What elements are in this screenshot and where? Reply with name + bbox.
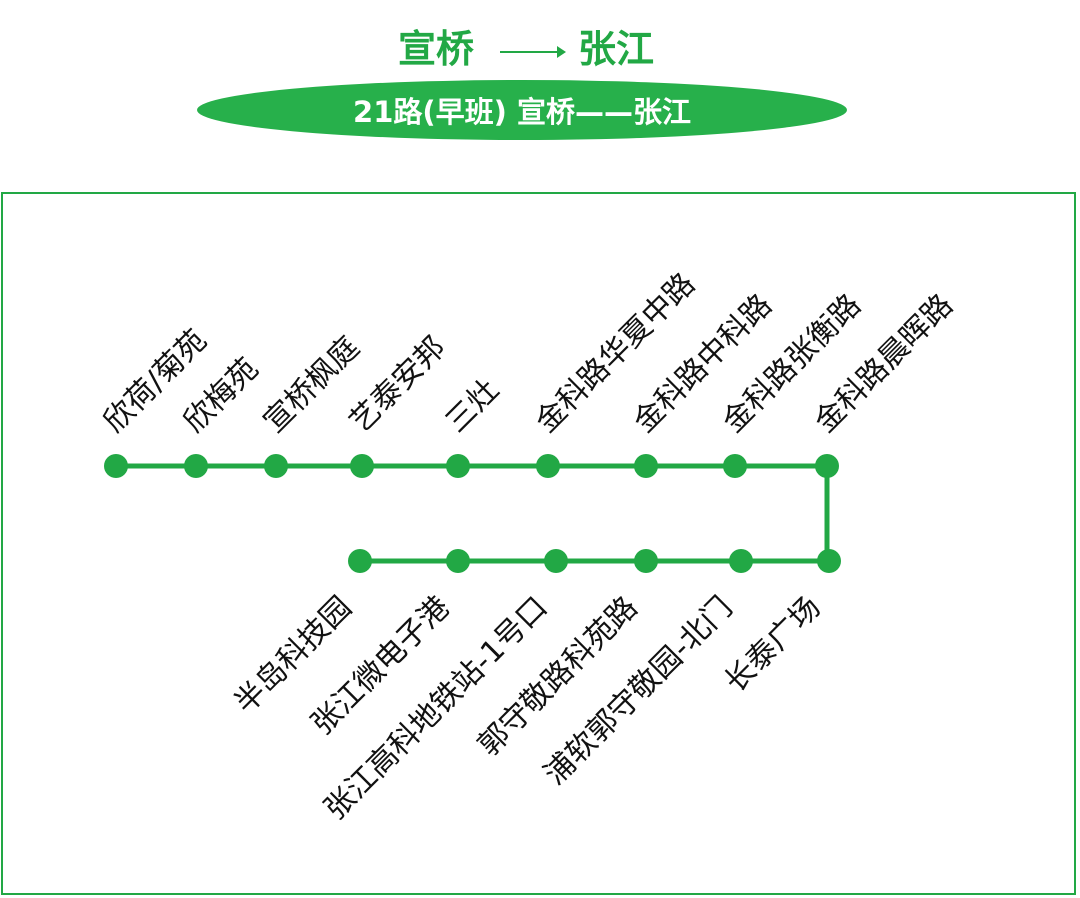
route-label-badge: 21路(早班) 宣桥——张江: [197, 80, 847, 140]
route-line: [116, 463, 830, 564]
station-dot: [104, 454, 128, 478]
station-label: 艺泰安邦: [343, 330, 453, 440]
station-dot: [264, 454, 288, 478]
station-dot: [815, 454, 839, 478]
station-dot: [544, 549, 568, 573]
station-dot: [446, 549, 470, 573]
station-label: 三灶: [439, 372, 506, 439]
station-label: 长泰广场: [718, 590, 828, 700]
route-direction-title: 宣桥 张江: [0, 18, 1080, 71]
station-dot: [184, 454, 208, 478]
station-dot: [348, 549, 372, 573]
direction-arrow-icon: [500, 46, 566, 58]
station-dot: [723, 454, 747, 478]
station-dot: [634, 454, 658, 478]
station-dot: [350, 454, 374, 478]
origin-name: 宣桥: [398, 27, 475, 71]
station-dot: [729, 549, 753, 573]
route-map-frame: [1, 192, 1076, 895]
station-dot: [536, 454, 560, 478]
station-dot: [634, 549, 658, 573]
station-dot: [817, 549, 841, 573]
route-label-text: 21路(早班) 宣桥——张江: [353, 95, 691, 129]
station-label: 郭守敬路科苑路: [471, 590, 644, 763]
station-dot: [446, 454, 470, 478]
destination-name: 张江: [578, 27, 655, 71]
